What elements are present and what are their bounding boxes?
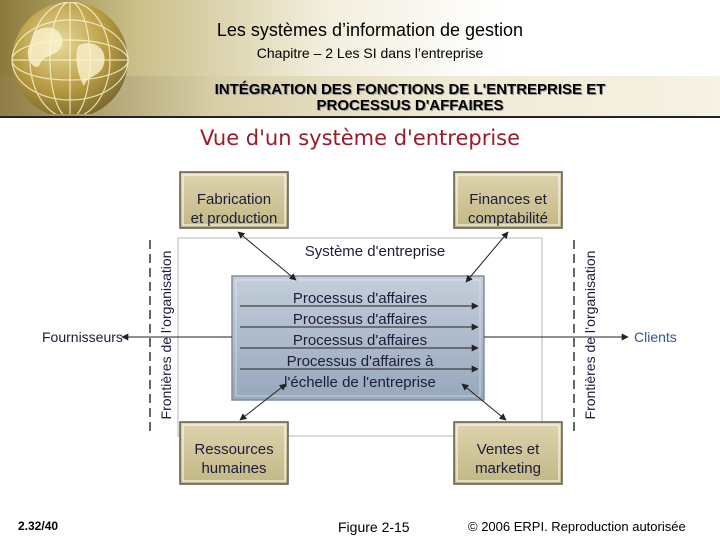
- org-boundaries: [149, 240, 575, 432]
- processes-box: [231, 275, 485, 401]
- slide-header: Les systèmes d’information de gestion Ch…: [0, 0, 720, 118]
- copyright-notice: © 2006 ERPI. Reproduction autorisée: [468, 519, 686, 534]
- system-label: Système d'entreprise: [304, 243, 446, 260]
- slide-subtitle: Chapitre – 2 Les SI dans l’entreprise: [256, 45, 484, 61]
- left-boundary-label: Frontières de l’organisation: [158, 250, 174, 420]
- suppliers-label: Fournisseurs: [42, 329, 123, 345]
- slide-number: 2.32/40: [18, 519, 59, 533]
- globe-icon: [11, 2, 129, 114]
- ressources-label: Ressources humaines: [180, 440, 288, 478]
- process-label-1: Processus d'affaires: [292, 290, 428, 307]
- box-ventes: [453, 421, 563, 485]
- process-label-3: Processus d'affaires: [292, 332, 428, 349]
- ventes-label-line2: marketing: [475, 460, 541, 477]
- diagram-title: Vue d'un système d'entreprise: [199, 126, 521, 150]
- header-rule: [0, 116, 720, 118]
- box-fabrication: [179, 171, 289, 229]
- fabrication-label-line2: et production: [190, 210, 278, 227]
- slide-title: Les systèmes d’information de gestion: [216, 20, 524, 40]
- finances-label: Finances et comptabilité: [454, 190, 562, 228]
- section-heading-line1: INTÉGRATION DES FONCTIONS DE L'ENTREPRIS…: [214, 81, 606, 98]
- ventes-label: Ventes et marketing: [454, 440, 562, 478]
- right-boundary-label: Frontières de l’organisation: [582, 250, 598, 420]
- box-finances: [453, 171, 563, 229]
- finances-label-line1: Finances et: [469, 191, 547, 208]
- figure-caption: Figure 2-15: [338, 519, 410, 535]
- finances-label-line2: comptabilité: [467, 210, 549, 227]
- clients-label: Clients: [634, 329, 677, 345]
- ressources-label-line1: Ressources: [194, 441, 274, 458]
- process-label-5: l'échelle de l'entreprise: [284, 374, 436, 391]
- function-arrows: [237, 231, 509, 421]
- process-label-2: Processus d'affaires: [292, 311, 428, 328]
- fabrication-label-line1: Fabrication: [196, 191, 272, 208]
- fabrication-label: Fabrication et production: [180, 190, 288, 228]
- section-heading-line2: PROCESSUS D'AFFAIRES: [316, 97, 504, 114]
- box-ressources: [179, 421, 289, 485]
- ressources-label-line2: humaines: [201, 460, 267, 477]
- process-label-4: Processus d'affaires à: [286, 353, 434, 370]
- ventes-label-line1: Ventes et: [476, 441, 540, 458]
- process-arrows: [240, 302, 479, 373]
- section-heading: INTÉGRATION DES FONCTIONS DE L'ENTREPRIS…: [150, 82, 670, 114]
